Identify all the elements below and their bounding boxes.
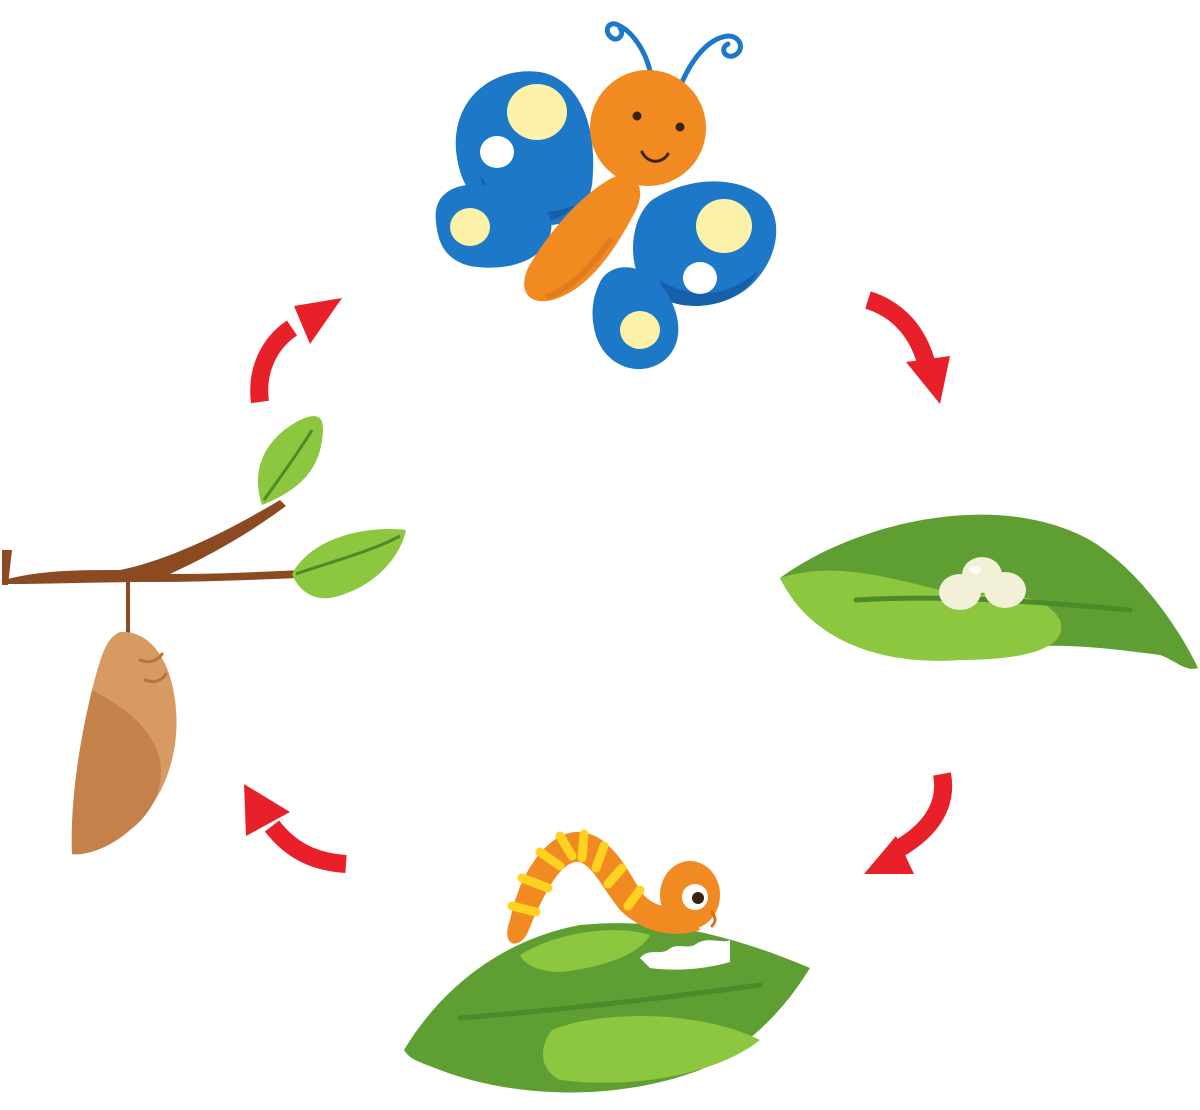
arrow-eggs-to-caterpillar: [864, 772, 953, 874]
chrysalis-on-branch-icon: [2, 416, 406, 855]
arrow-butterfly-to-eggs: [864, 291, 950, 404]
caterpillar-on-leaf-icon: [404, 829, 810, 1093]
butterfly-icon: [435, 21, 777, 370]
arrow-caterpillar-to-chrysalis: [244, 784, 347, 873]
arrow-chrysalis-to-butterfly: [250, 298, 342, 404]
eggs-on-leaf-icon: [780, 514, 1198, 669]
